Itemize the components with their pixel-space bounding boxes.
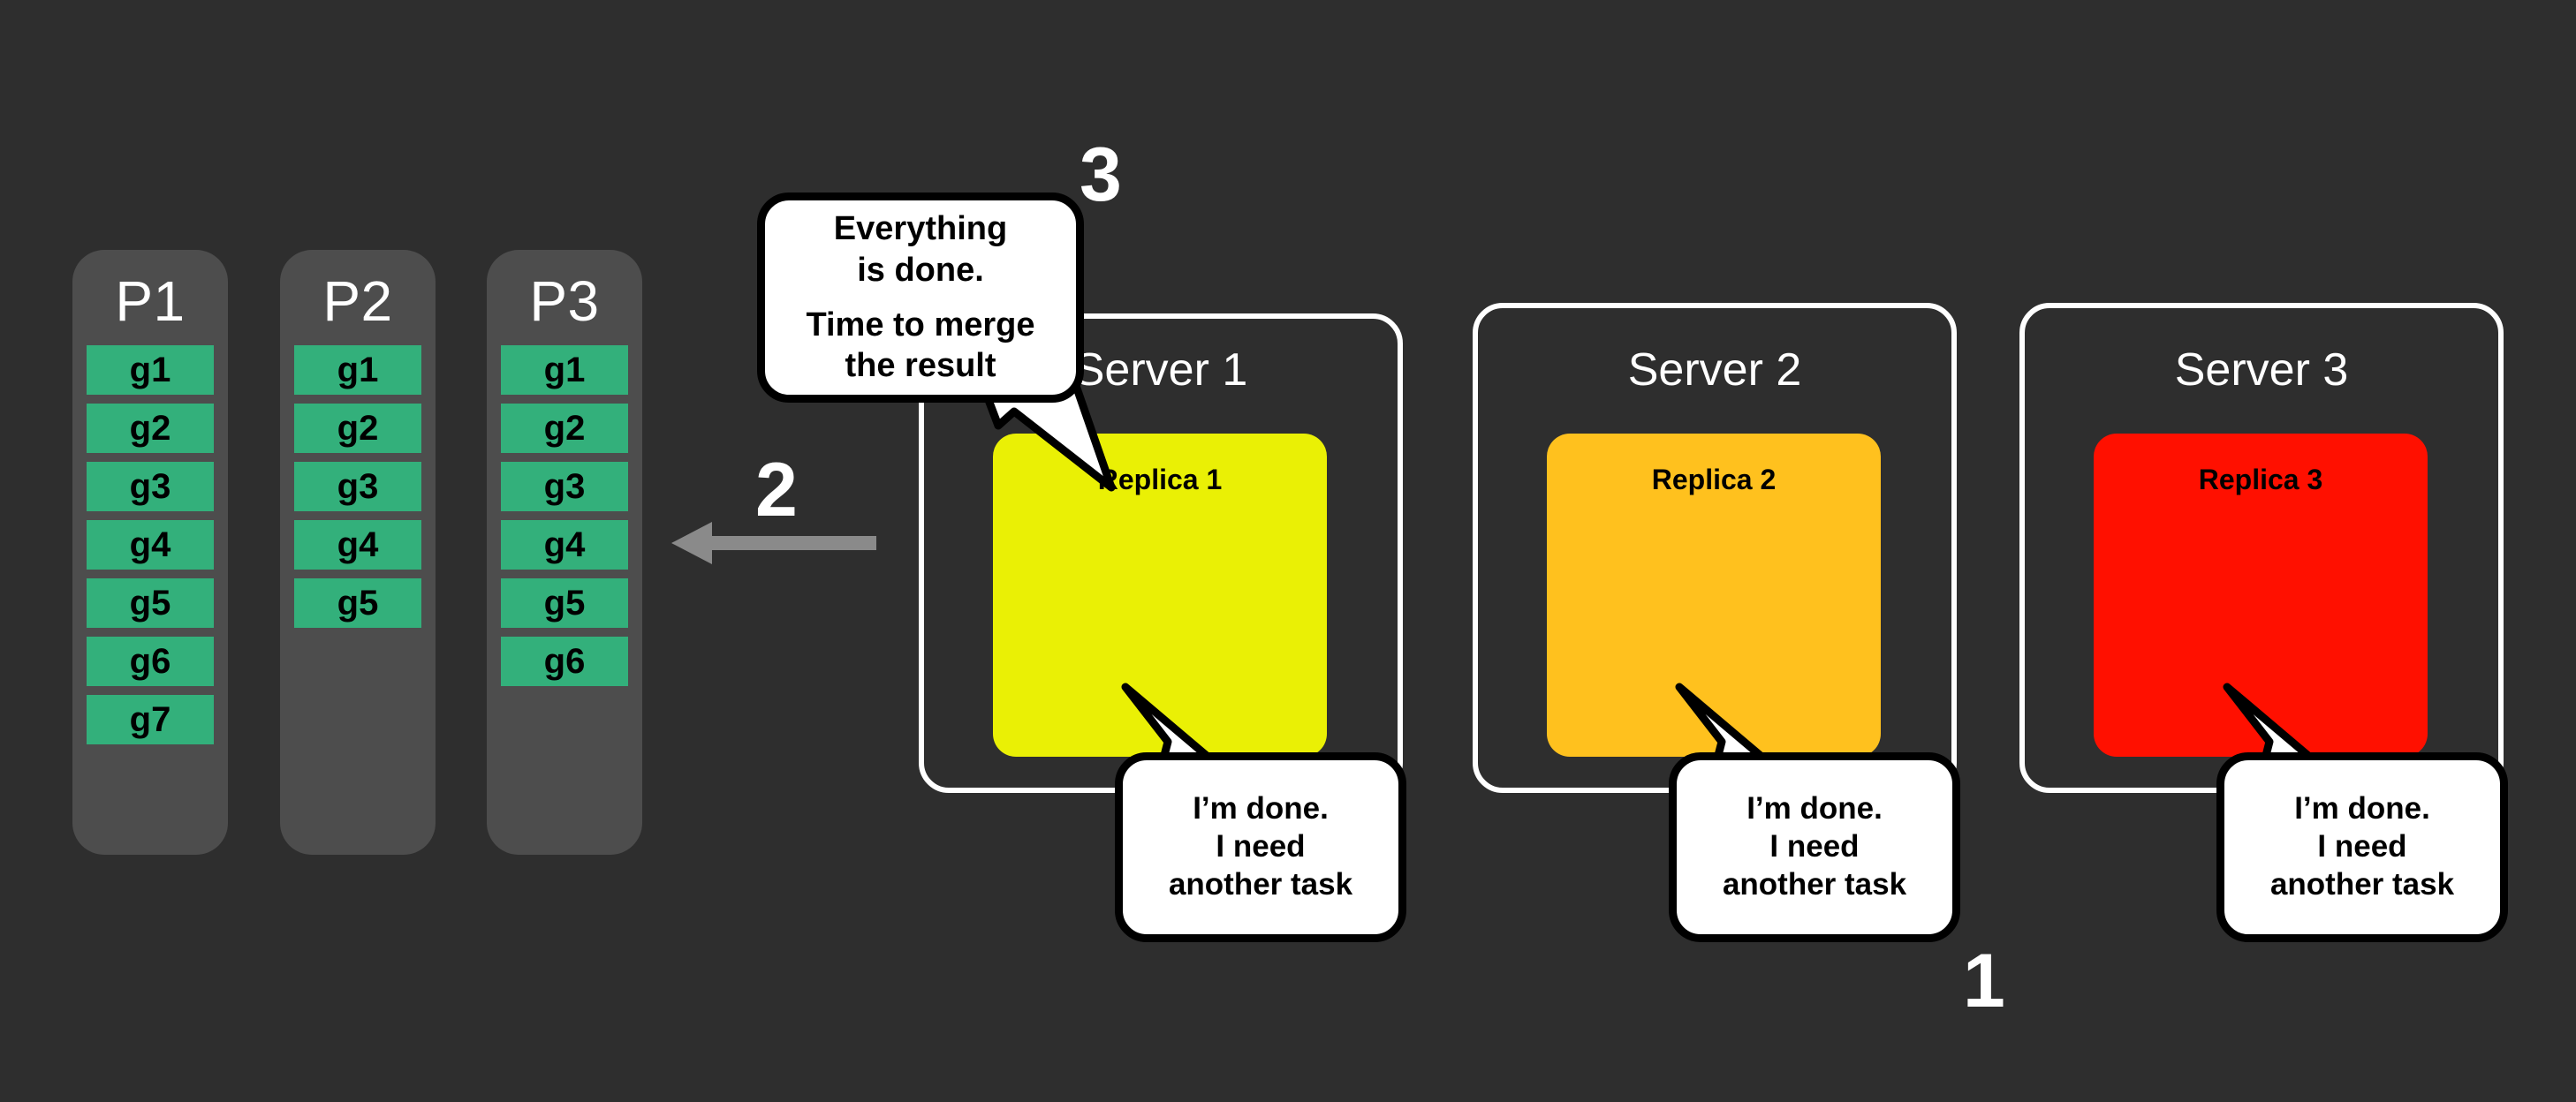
chunk-list: g1 g2 g3 g4 g5 g6 g7 bbox=[72, 345, 228, 744]
step-number-1: 1 bbox=[1963, 939, 2005, 1023]
chunk-block: g2 bbox=[87, 404, 214, 453]
bubble-line: is done. bbox=[857, 251, 984, 289]
step-number-2: 2 bbox=[755, 448, 798, 532]
replica-box-1: Replica 1 bbox=[993, 434, 1327, 757]
replica-box-2: Replica 2 bbox=[1547, 434, 1881, 757]
chunk-block: g3 bbox=[87, 462, 214, 511]
bubble-line: Everything bbox=[833, 210, 1008, 248]
partition-p3: P3 g1 g2 g3 g4 g5 g6 bbox=[487, 250, 642, 855]
bubble-line: I’m done. bbox=[2294, 791, 2430, 826]
step-number-3: 3 bbox=[1080, 132, 1122, 217]
bubble-line: Time to merge bbox=[806, 306, 1035, 343]
chunk-list: g1 g2 g3 g4 g5 g6 bbox=[487, 345, 642, 686]
chunk-block: g5 bbox=[294, 578, 421, 628]
done-speech-bubble-3: I’m done. I need another task bbox=[2216, 752, 2508, 942]
bubble-line: I need bbox=[2317, 829, 2407, 864]
chunk-block: g6 bbox=[501, 637, 628, 686]
replica-box-3: Replica 3 bbox=[2094, 434, 2428, 757]
chunk-block: g4 bbox=[87, 520, 214, 570]
partition-title: P1 bbox=[115, 269, 186, 333]
replica-label: Replica 3 bbox=[2198, 464, 2323, 495]
chunk-block: g5 bbox=[501, 578, 628, 628]
partition-p1: P1 g1 g2 g3 g4 g5 g6 g7 bbox=[72, 250, 228, 855]
bubble-line: another task bbox=[2269, 866, 2455, 902]
server-title-1: Server 1 bbox=[1073, 344, 1248, 396]
bubble-line: I need bbox=[1216, 829, 1306, 864]
merge-speech-bubble: Everything is done. Time to merge the re… bbox=[757, 192, 1084, 403]
chunk-block: g1 bbox=[87, 345, 214, 395]
replica-label: Replica 2 bbox=[1651, 464, 1777, 495]
chunk-block: g6 bbox=[87, 637, 214, 686]
chunk-block: g3 bbox=[294, 462, 421, 511]
chunk-block: g7 bbox=[87, 695, 214, 744]
partition-title: P2 bbox=[322, 269, 393, 333]
bubble-line: I need bbox=[1769, 829, 1860, 864]
chunk-block: g3 bbox=[501, 462, 628, 511]
bubble-line: I’m done. bbox=[1746, 791, 1883, 826]
merge-arrow-icon bbox=[671, 522, 876, 564]
done-speech-bubble-2: I’m done. I need another task bbox=[1669, 752, 1960, 942]
chunk-block: g1 bbox=[501, 345, 628, 395]
chunk-block: g4 bbox=[501, 520, 628, 570]
chunk-block: g4 bbox=[294, 520, 421, 570]
partition-p2: P2 g1 g2 g3 g4 g5 bbox=[280, 250, 436, 855]
server-title-3: Server 3 bbox=[2174, 344, 2349, 396]
done-speech-bubble-1: I’m done. I need another task bbox=[1115, 752, 1406, 942]
chunk-block: g2 bbox=[294, 404, 421, 453]
bubble-line: another task bbox=[1722, 866, 1907, 902]
chunk-list: g1 g2 g3 g4 g5 bbox=[280, 345, 436, 628]
chunk-block: g1 bbox=[294, 345, 421, 395]
server-title-2: Server 2 bbox=[1627, 344, 1802, 396]
partition-title: P3 bbox=[529, 269, 600, 333]
chunk-block: g5 bbox=[87, 578, 214, 628]
replica-label: Replica 1 bbox=[1097, 464, 1223, 495]
bubble-line: the result bbox=[845, 347, 996, 385]
chunk-block: g2 bbox=[501, 404, 628, 453]
bubble-line: another task bbox=[1168, 866, 1353, 902]
bubble-line: I’m done. bbox=[1193, 791, 1329, 826]
